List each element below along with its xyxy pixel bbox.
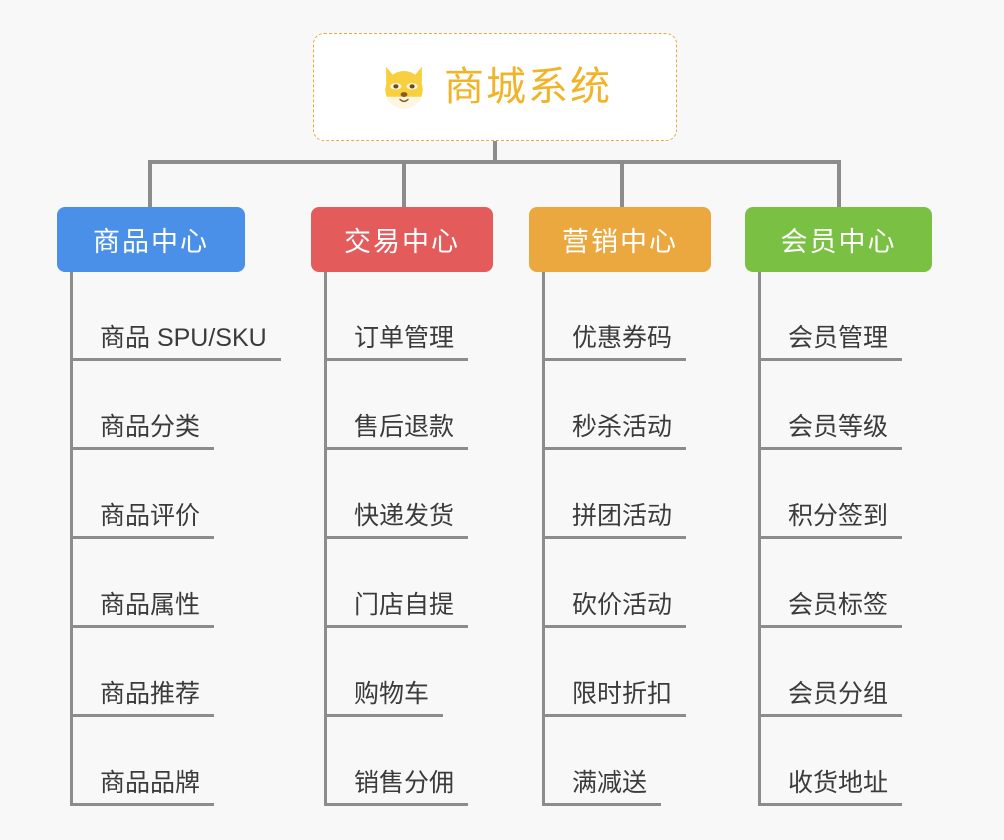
category-header-3[interactable]: 营销中心 — [529, 207, 711, 272]
list-item[interactable]: 秒杀活动 — [542, 361, 711, 450]
list-item[interactable]: 会员等级 — [758, 361, 932, 450]
leaf-list-3: 优惠券码 秒杀活动 拼团活动 砍价活动 限时折扣 满减送 — [529, 272, 711, 806]
list-item[interactable]: 商品品牌 — [70, 717, 245, 806]
list-item[interactable]: 满减送 — [542, 717, 711, 806]
leaf-label: 优惠券码 — [542, 324, 687, 361]
leaf-label: 积分签到 — [758, 502, 903, 539]
leaf-label: 砍价活动 — [542, 591, 687, 628]
leaf-label: 会员管理 — [758, 324, 903, 361]
category-column-商品中心: 商品中心 商品 SPU/SKU 商品分类 商品评价 商品属性 商品推荐 商品品牌 — [57, 207, 281, 806]
column-spine-4 — [758, 272, 761, 806]
leaf-label: 收货地址 — [758, 769, 903, 806]
category-label-3: 营销中心 — [562, 227, 678, 257]
leaf-label: 商品 SPU/SKU — [70, 324, 281, 361]
leaf-label: 商品评价 — [70, 502, 215, 539]
list-item[interactable]: 优惠券码 — [542, 272, 711, 361]
category-header-4[interactable]: 会员中心 — [745, 207, 932, 272]
column-spine-2 — [324, 272, 327, 806]
leaf-list-4: 会员管理 会员等级 积分签到 会员标签 会员分组 收货地址 — [745, 272, 932, 806]
category-column-营销中心: 营销中心 优惠券码 秒杀活动 拼团活动 砍价活动 限时折扣 满减送 — [529, 207, 711, 806]
leaf-label: 门店自提 — [324, 591, 469, 628]
column-spine-1 — [70, 272, 73, 806]
connector-root-stem — [493, 141, 497, 163]
connector-drop-2 — [402, 160, 406, 208]
root-title: 商城系统 — [444, 65, 612, 109]
root-node[interactable]: 商城系统 — [313, 33, 677, 141]
leaf-label: 售后退款 — [324, 413, 469, 450]
list-item[interactable]: 砍价活动 — [542, 539, 711, 628]
list-item[interactable]: 限时折扣 — [542, 628, 711, 717]
leaf-label: 商品分类 — [70, 413, 215, 450]
list-item[interactable]: 销售分佣 — [324, 717, 493, 806]
connector-drop-1 — [148, 160, 152, 208]
leaf-label: 满减送 — [542, 769, 662, 806]
list-item[interactable]: 购物车 — [324, 628, 493, 717]
list-item[interactable]: 积分签到 — [758, 450, 932, 539]
list-item[interactable]: 会员管理 — [758, 272, 932, 361]
list-item[interactable]: 售后退款 — [324, 361, 493, 450]
leaf-label: 会员分组 — [758, 680, 903, 717]
connector-drop-3 — [620, 160, 624, 208]
leaf-label: 商品品牌 — [70, 769, 215, 806]
category-label-2: 交易中心 — [344, 227, 460, 257]
leaf-label: 秒杀活动 — [542, 413, 687, 450]
leaf-label: 购物车 — [324, 680, 444, 717]
leaf-list-1: 商品 SPU/SKU 商品分类 商品评价 商品属性 商品推荐 商品品牌 — [57, 272, 281, 806]
list-item[interactable]: 会员标签 — [758, 539, 932, 628]
leaf-label: 会员标签 — [758, 591, 903, 628]
leaf-label: 拼团活动 — [542, 502, 687, 539]
column-spine-3 — [542, 272, 545, 806]
leaf-label: 限时折扣 — [542, 680, 687, 717]
list-item[interactable]: 门店自提 — [324, 539, 493, 628]
list-item[interactable]: 商品 SPU/SKU — [70, 272, 281, 361]
leaf-label: 商品推荐 — [70, 680, 215, 717]
category-column-交易中心: 交易中心 订单管理 售后退款 快递发货 门店自提 购物车 销售分佣 — [311, 207, 493, 806]
leaf-label: 销售分佣 — [324, 769, 469, 806]
list-item[interactable]: 商品分类 — [70, 361, 245, 450]
leaf-label: 商品属性 — [70, 591, 215, 628]
list-item[interactable]: 快递发货 — [324, 450, 493, 539]
category-label-1: 商品中心 — [93, 227, 209, 257]
category-column-会员中心: 会员中心 会员管理 会员等级 积分签到 会员标签 会员分组 收货地址 — [745, 207, 932, 806]
category-header-1[interactable]: 商品中心 — [57, 207, 245, 272]
list-item[interactable]: 订单管理 — [324, 272, 493, 361]
leaf-label: 快递发货 — [324, 502, 469, 539]
list-item[interactable]: 拼团活动 — [542, 450, 711, 539]
leaf-label: 订单管理 — [324, 324, 469, 361]
list-item[interactable]: 商品评价 — [70, 450, 245, 539]
list-item[interactable]: 收货地址 — [758, 717, 932, 806]
connector-horizontal-bus — [148, 160, 841, 164]
connector-drop-4 — [837, 160, 841, 208]
category-header-2[interactable]: 交易中心 — [311, 207, 493, 272]
category-label-4: 会员中心 — [780, 227, 897, 257]
leaf-label: 会员等级 — [758, 413, 903, 450]
list-item[interactable]: 商品推荐 — [70, 628, 245, 717]
list-item[interactable]: 商品属性 — [70, 539, 245, 628]
list-item[interactable]: 会员分组 — [758, 628, 932, 717]
shiba-dog-face-icon — [378, 62, 430, 114]
leaf-list-2: 订单管理 售后退款 快递发货 门店自提 购物车 销售分佣 — [311, 272, 493, 806]
